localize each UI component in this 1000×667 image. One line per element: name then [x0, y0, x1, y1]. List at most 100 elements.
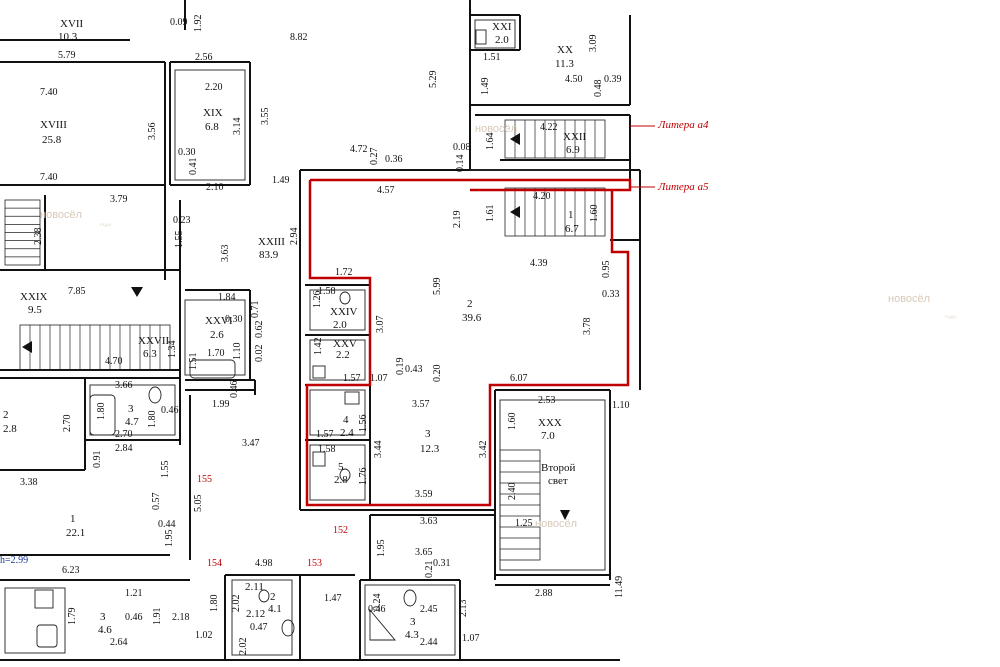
- svg-text:0.14: 0.14: [455, 155, 466, 173]
- svg-text:0.21: 0.21: [424, 561, 435, 579]
- svg-text:3.47: 3.47: [242, 438, 260, 449]
- svg-text:0.19: 0.19: [395, 358, 406, 376]
- svg-text:4.7: 4.7: [125, 416, 139, 428]
- svg-text:0.09: 0.09: [170, 17, 188, 28]
- svg-text:4.20: 4.20: [533, 191, 551, 202]
- svg-text:2.44: 2.44: [420, 637, 438, 648]
- svg-text:1.21: 1.21: [125, 588, 143, 599]
- svg-text:1.47: 1.47: [324, 593, 342, 604]
- svg-text:7.40: 7.40: [40, 172, 58, 183]
- svg-text:6.8: 6.8: [205, 121, 219, 133]
- svg-text:0.33: 0.33: [602, 289, 620, 300]
- svg-text:РЦДА: РЦДА: [945, 314, 956, 319]
- svg-text:1.56: 1.56: [358, 415, 369, 433]
- svg-text:2.53: 2.53: [538, 395, 556, 406]
- svg-text:XXI: XXI: [492, 21, 512, 33]
- svg-text:4: 4: [343, 414, 349, 426]
- svg-text:0.44: 0.44: [158, 519, 176, 530]
- svg-text:0.24: 0.24: [372, 594, 383, 612]
- svg-text:Второй: Второй: [541, 462, 575, 474]
- svg-text:4.72: 4.72: [350, 144, 368, 155]
- svg-text:1.57: 1.57: [343, 373, 361, 384]
- svg-text:XXX: XXX: [538, 417, 562, 429]
- svg-text:5: 5: [338, 461, 344, 473]
- svg-text:1.42: 1.42: [313, 338, 324, 356]
- svg-text:0.95: 0.95: [601, 261, 612, 279]
- svg-text:1.61: 1.61: [485, 205, 496, 223]
- svg-text:новосёл: новосёл: [888, 293, 930, 305]
- svg-text:1.10: 1.10: [612, 400, 630, 411]
- svg-text:10.3: 10.3: [58, 31, 78, 43]
- svg-text:5.05: 5.05: [193, 495, 204, 513]
- svg-text:6.9: 6.9: [566, 144, 580, 156]
- svg-text:0.47: 0.47: [250, 622, 268, 633]
- svg-text:0.46: 0.46: [125, 612, 143, 623]
- svg-text:2.20: 2.20: [205, 82, 223, 93]
- svg-text:2.70: 2.70: [62, 415, 73, 433]
- svg-text:3.63: 3.63: [220, 245, 231, 263]
- svg-text:2.40: 2.40: [507, 483, 518, 501]
- svg-text:12.3: 12.3: [420, 443, 440, 455]
- svg-text:XXVII: XXVII: [138, 335, 169, 347]
- svg-text:0.46: 0.46: [229, 381, 240, 399]
- stair-treads: [5, 120, 596, 550]
- svg-text:1.07: 1.07: [370, 373, 388, 384]
- svg-text:22.1: 22.1: [66, 527, 85, 539]
- svg-text:3.57: 3.57: [412, 399, 430, 410]
- svg-text:6.07: 6.07: [510, 373, 528, 384]
- svg-text:1.51: 1.51: [483, 52, 501, 63]
- svg-text:4.70: 4.70: [105, 356, 123, 367]
- svg-text:1.57: 1.57: [316, 429, 334, 440]
- svg-text:8.82: 8.82: [290, 32, 308, 43]
- svg-text:1.76: 1.76: [358, 468, 369, 486]
- svg-text:5.79: 5.79: [58, 50, 76, 61]
- svg-text:1.80: 1.80: [96, 403, 107, 421]
- svg-text:0.48: 0.48: [593, 80, 604, 98]
- svg-text:1.80: 1.80: [147, 411, 158, 429]
- dimension-labels: 0.09 8.82 5.79 2.56 2.20 7.40 0.30 7.40 …: [20, 17, 630, 648]
- svg-text:152: 152: [333, 525, 348, 536]
- watermark-logo: новосёл новосёл новосёл новосёл РЦДА РЦД…: [40, 123, 956, 530]
- svg-text:2.56: 2.56: [195, 52, 213, 63]
- room-labels: XVII 10.3 XVIII 25.8 XIX 6.8 XXIII 83.9 …: [3, 18, 587, 641]
- svg-text:3.55: 3.55: [260, 108, 271, 126]
- svg-text:1.60: 1.60: [507, 413, 518, 431]
- svg-text:153: 153: [307, 558, 322, 569]
- svg-text:7.85: 7.85: [68, 286, 86, 297]
- svg-text:2.84: 2.84: [115, 443, 133, 454]
- svg-text:0.02: 0.02: [254, 345, 265, 363]
- svg-text:свет: свет: [548, 475, 568, 487]
- svg-text:0.43: 0.43: [405, 364, 423, 375]
- svg-text:0.41: 0.41: [188, 158, 199, 176]
- svg-text:2: 2: [270, 591, 276, 603]
- svg-text:2.88: 2.88: [535, 588, 553, 599]
- svg-text:Литера а4: Литера а4: [657, 119, 709, 131]
- svg-text:5.99: 5.99: [432, 278, 443, 296]
- svg-text:новосёл: новосёл: [535, 518, 577, 530]
- svg-text:4.57: 4.57: [377, 185, 395, 196]
- svg-text:новосёл: новосёл: [40, 209, 82, 221]
- svg-text:7.0: 7.0: [541, 430, 555, 442]
- svg-text:2.4: 2.4: [340, 427, 354, 439]
- svg-text:3.78: 3.78: [582, 318, 593, 336]
- svg-text:4.22: 4.22: [540, 122, 558, 133]
- svg-text:1.70: 1.70: [207, 348, 225, 359]
- svg-text:25.8: 25.8: [42, 134, 62, 146]
- svg-text:1.07: 1.07: [462, 633, 480, 644]
- svg-text:2.13: 2.13: [458, 600, 469, 618]
- svg-text:4.1: 4.1: [268, 603, 282, 615]
- svg-text:2.02: 2.02: [231, 595, 242, 613]
- svg-text:0.30: 0.30: [225, 314, 243, 325]
- svg-text:1.79: 1.79: [67, 608, 78, 626]
- svg-text:11.3: 11.3: [555, 58, 574, 70]
- svg-text:1.49: 1.49: [480, 78, 491, 96]
- svg-text:2: 2: [467, 298, 473, 310]
- svg-text:4.39: 4.39: [530, 258, 548, 269]
- svg-text:1.99: 1.99: [212, 399, 230, 410]
- litera-labels: Литера а4 Литера а5: [630, 119, 709, 193]
- svg-text:1.91: 1.91: [152, 608, 163, 626]
- svg-text:7.40: 7.40: [40, 87, 58, 98]
- svg-text:6.23: 6.23: [62, 565, 80, 576]
- svg-text:3.59: 3.59: [415, 489, 433, 500]
- svg-text:2.12: 2.12: [246, 608, 265, 620]
